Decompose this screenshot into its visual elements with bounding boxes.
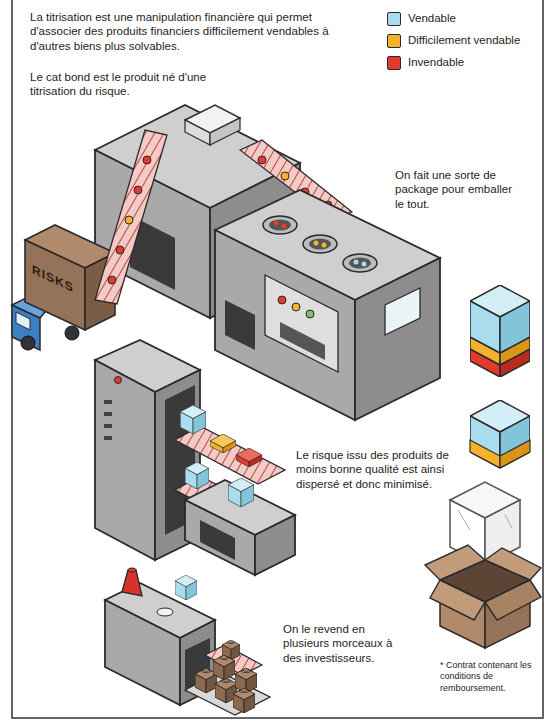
legend-text: Difficilement vendable [408,33,520,47]
step-note: On le revend en plusieurs morceaux à des… [283,622,405,665]
footnote: * Contrat contenant les conditions de re… [440,660,540,694]
intro-note: La titrisation est une manipulation fina… [30,10,330,53]
legend-swatch [387,56,401,70]
legend-swatch [387,34,401,48]
intro-note: Le cat bond est le produit né d'une titr… [30,70,220,99]
legend-text: Vendable [408,11,456,25]
step-note: On fait une sorte de package pour emball… [395,168,517,211]
legend-text: Invendable [408,55,464,69]
step-note: Le risque issu des produits de moins bon… [296,448,462,491]
legend-swatch [387,12,401,26]
